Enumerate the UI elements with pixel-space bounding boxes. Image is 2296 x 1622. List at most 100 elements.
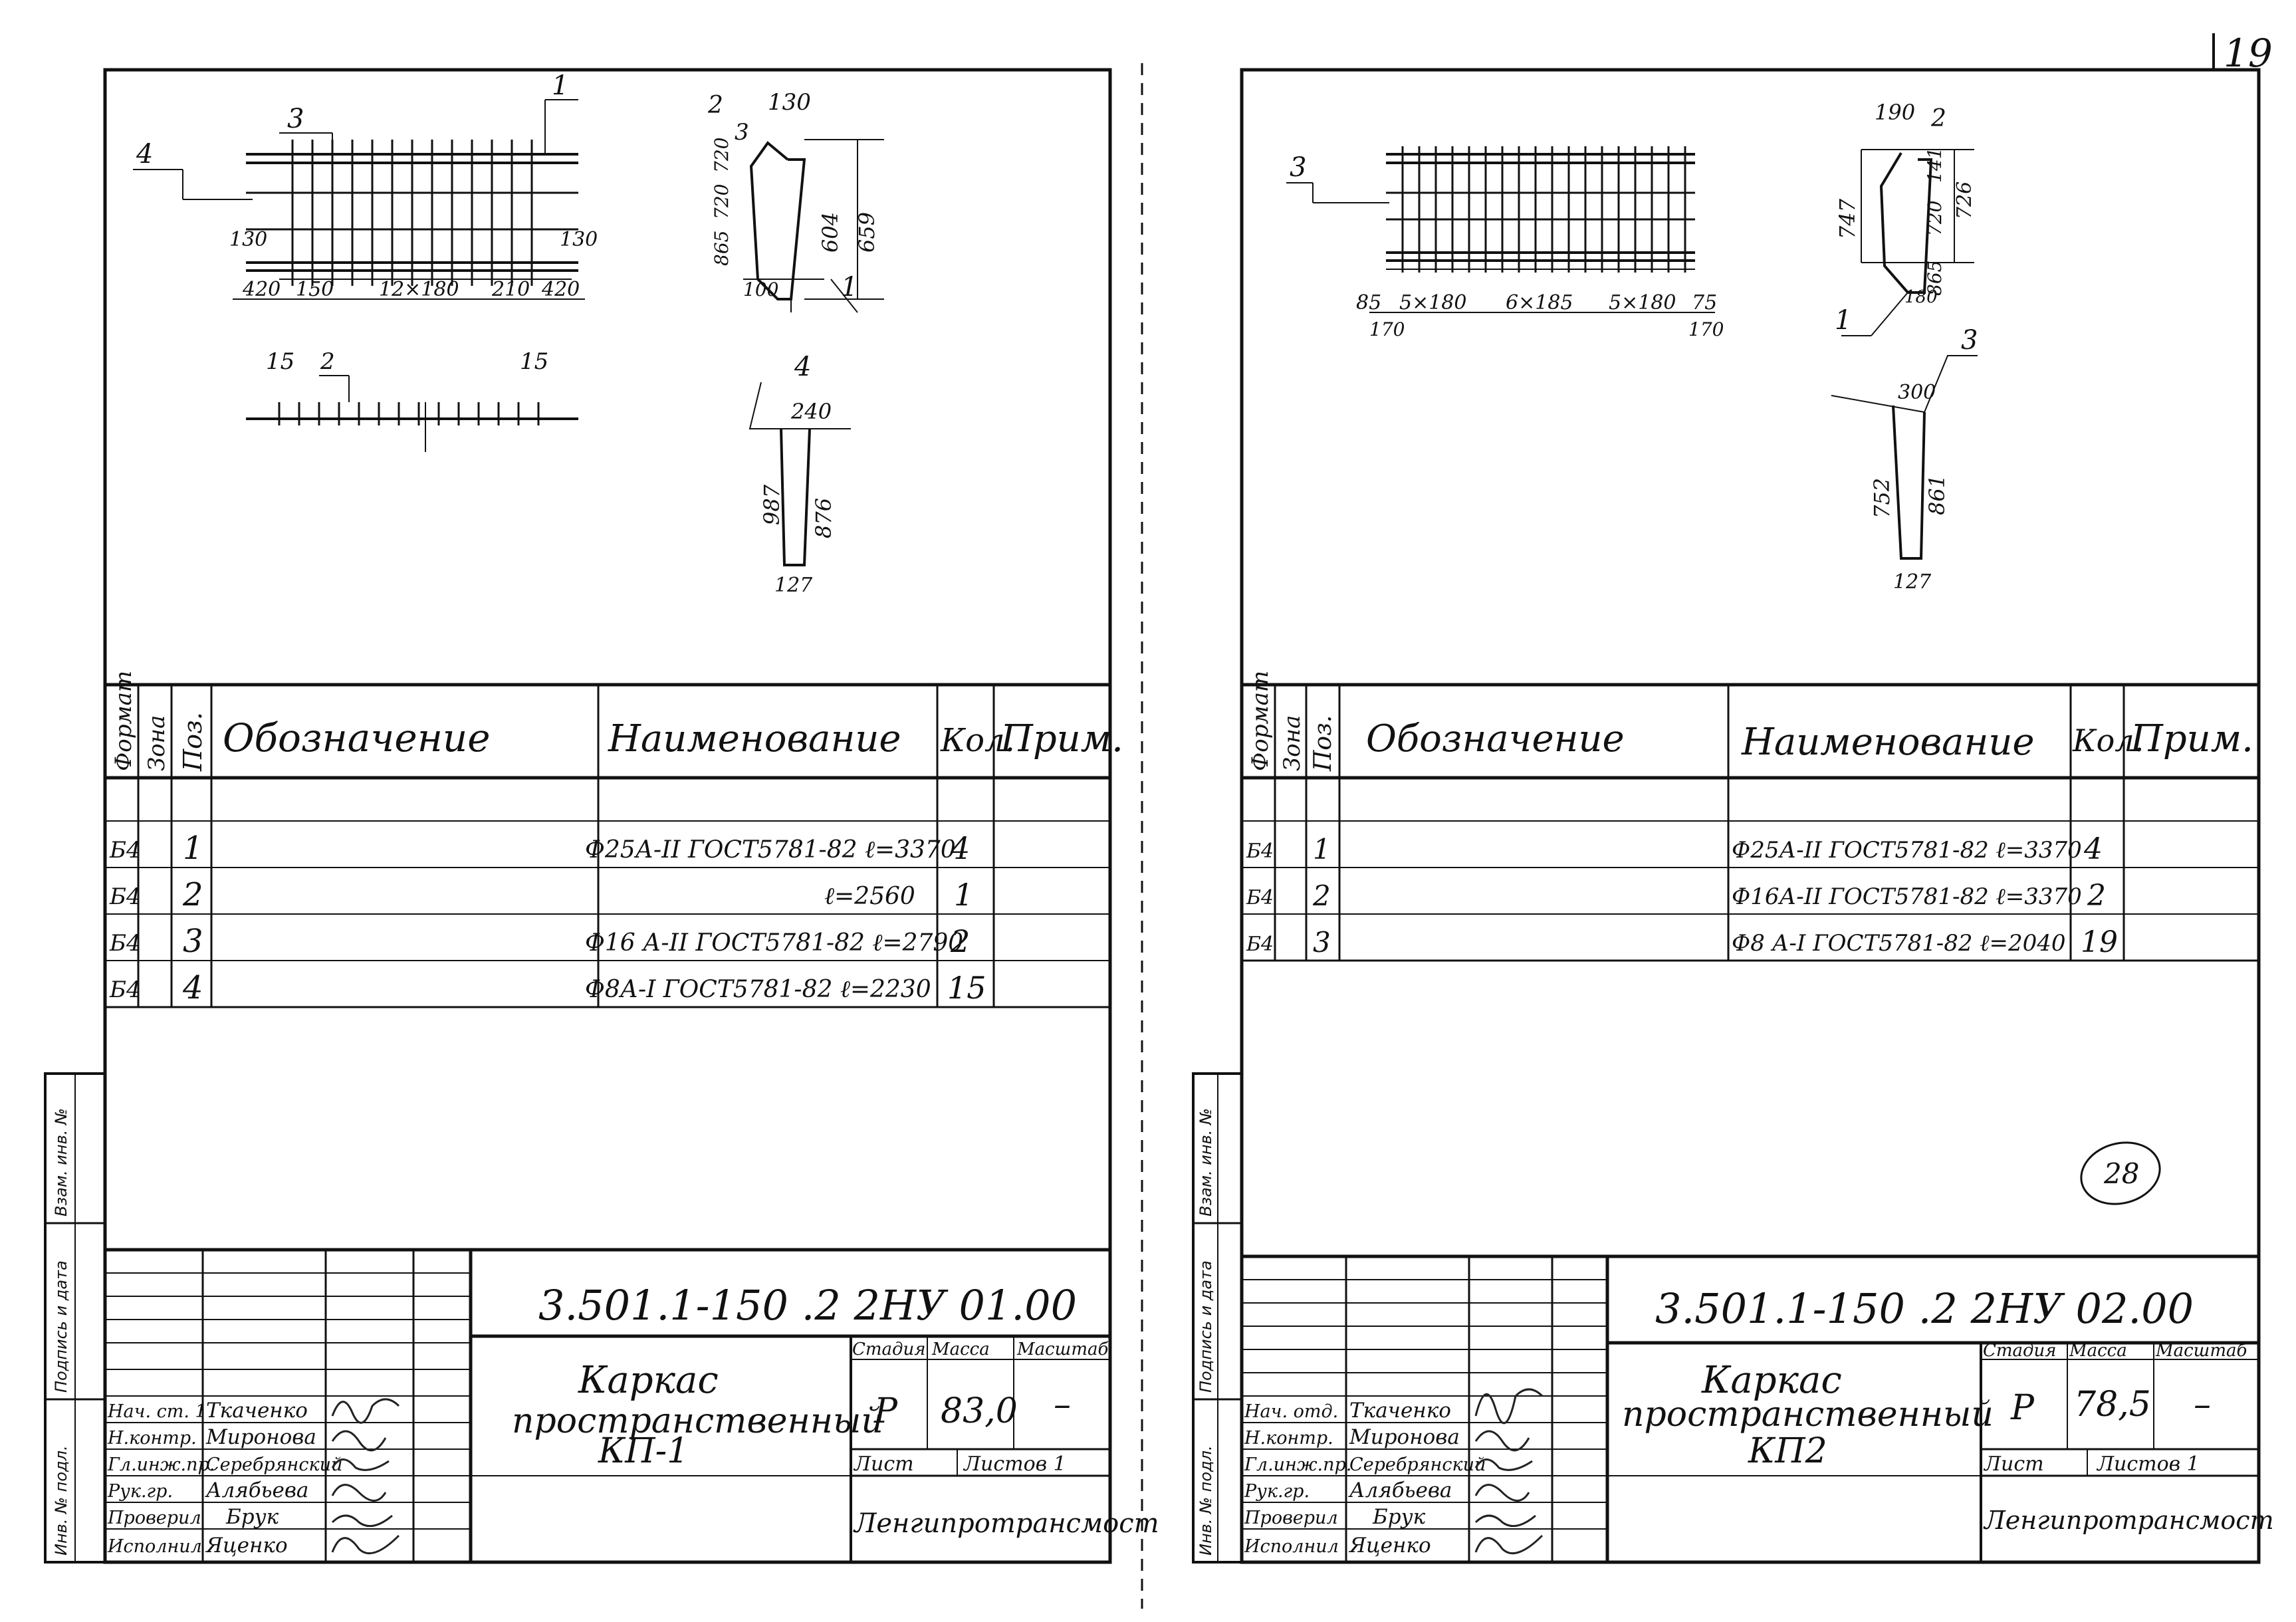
s2-row3-qty: 19: [2081, 925, 2118, 959]
sheet1-elevation: 3 1 4 130 130 420 150 12×180 210 420: [133, 70, 598, 301]
bar4-dim-127: 127: [774, 574, 813, 597]
s2-stage-value: Р: [2010, 1388, 2035, 1428]
s2-side-label-swap: Взам. инв. №: [1197, 1108, 1215, 1216]
s2-section-747: 747: [1835, 198, 1860, 239]
s2-side-label-inv: Инв. № подл.: [1197, 1445, 1215, 1556]
s2-name-4: Алябьева: [1348, 1478, 1452, 1502]
row4-pos: 4: [182, 969, 203, 1006]
s2-title-line2: пространственный: [1622, 1395, 1994, 1435]
s2-role-2: Н.контр.: [1244, 1428, 1333, 1448]
s2-bar3-300: 300: [1898, 381, 1936, 404]
org-name: Ленгипротрансмост: [853, 1508, 1159, 1539]
name-4: Алябьева: [205, 1478, 308, 1502]
s2-org-name: Ленгипротрансмост: [1983, 1506, 2274, 1535]
s2-signatures: [1474, 1388, 1544, 1555]
name-5: Брук: [225, 1505, 279, 1529]
role-4: Рук.гр.: [107, 1481, 173, 1502]
s2-scale-header: Масштаб: [2155, 1341, 2247, 1361]
s2-row3-format: Б4: [1246, 933, 1274, 956]
s2-name-3: Серебрянский: [1349, 1454, 1486, 1475]
section-dim-659: 659: [854, 212, 879, 253]
s2-hdr-note: Прим.: [2130, 717, 2253, 760]
s2-hdr-designation: Обозначение: [1366, 717, 1625, 760]
name-1: Ткаченко: [206, 1399, 308, 1423]
hdr-zone: Зона: [144, 715, 170, 771]
side-label-swap: Взам. инв. №: [52, 1108, 70, 1216]
role-6: Исполнил: [107, 1536, 202, 1557]
sheet1-spec-table: Формат Зона Поз. Обозначение Наименовани…: [105, 671, 1123, 1008]
name-3: Серебрянский: [206, 1454, 342, 1475]
s2-bottom-dim-4: 5×180: [1609, 291, 1676, 314]
plan-label-15-left: 15: [266, 348, 294, 375]
role-3: Гл.инж.пр.: [107, 1454, 215, 1475]
sheet1-side-stamp: Инв. № подл. Подпись и дата Взам. инв. №: [44, 1072, 106, 1564]
row4-format: Б4: [109, 977, 141, 1003]
stage-header: Стадия: [852, 1339, 926, 1359]
plan-label-15-right: 15: [520, 348, 548, 375]
s2-bottom-dim-5: 75: [1692, 291, 1717, 314]
s2-bottom-dim-3: 6×185: [1506, 291, 1573, 314]
sheet2-stamp: 28: [2080, 1141, 2161, 1205]
s2-row1-name: Ф25А-II ГОСТ5781-82 ℓ=3370: [1732, 837, 2082, 864]
bottom-dim-3: 12×180: [379, 278, 459, 301]
s2-title-line3: КП2: [1748, 1431, 1827, 1471]
bar4-dim-240: 240: [790, 399, 832, 424]
name-2: Миронова: [205, 1425, 316, 1449]
s2-callout-3: 3: [1290, 152, 1306, 183]
bottom-dim-5: 420: [541, 278, 580, 301]
section-dim-720b: 720: [711, 138, 733, 173]
sheets-label: Листов 1: [963, 1452, 1066, 1476]
s2-bar3-752: 752: [1869, 478, 1894, 519]
s2-section-726: 726: [1953, 181, 1976, 219]
mass-header: Масса: [931, 1339, 990, 1359]
role-1: Нач. ст. 1: [107, 1401, 207, 1422]
s2-doc-code: 3.501.1-150 .2 2НУ 02.00: [1655, 1284, 2194, 1333]
hdr-note: Прим.: [1000, 717, 1123, 760]
s2-role-5: Проверил: [1244, 1508, 1338, 1528]
s2-role-1: Нач. отд.: [1244, 1401, 1338, 1422]
hdr-designation: Обозначение: [223, 715, 491, 760]
row3-format: Б4: [109, 930, 141, 957]
bottom-dim-4: 210: [491, 278, 530, 301]
stamp-text: 28: [2103, 1157, 2139, 1190]
section-dim-720a: 720: [711, 184, 733, 219]
s2-name-1: Ткаченко: [1349, 1399, 1451, 1423]
sheet2-section: 190 2 747 720 141 726 865 180 1: [1835, 100, 1976, 336]
s2-name-5: Брук: [1372, 1505, 1426, 1529]
s2-scale-value: –: [2194, 1385, 2211, 1425]
s2-role-6: Исполнил: [1244, 1536, 1339, 1557]
s2-row2-name: Ф16А-II ГОСТ5781-82 ℓ=3370: [1732, 883, 2082, 910]
hdr-format: Формат: [110, 671, 137, 771]
s2-row3-pos: 3: [1313, 926, 1331, 959]
plan-label-2: 2: [320, 348, 335, 375]
bottom-dim-1: 420: [242, 278, 281, 301]
sheet2-side-stamp: Инв. № подл. Подпись и дата Взам. инв. №: [1192, 1072, 1243, 1564]
s2-row1-qty: 4: [2083, 832, 2103, 866]
s2-stage-header: Стадия: [1983, 1341, 2057, 1361]
section-dim-100: 100: [743, 279, 778, 300]
section-dim-865: 865: [711, 231, 733, 266]
s2-section-1: 1: [1835, 305, 1851, 336]
signatures: [331, 1398, 400, 1555]
section-label-2: 2: [707, 92, 723, 119]
s2-bottom-dim-1: 85: [1356, 291, 1381, 314]
sheet1-title-block: 3.501.1-150 .2 2НУ 01.00 Каркас простран…: [105, 1248, 1159, 1562]
s2-side-label-sign: Подпись и дата: [1197, 1260, 1215, 1393]
row3-name: Ф16 А-II ГОСТ5781-82 ℓ=2790: [585, 929, 963, 957]
doc-code: 3.501.1-150 .2 2НУ 01.00: [538, 1281, 1077, 1330]
s2-bar3-127: 127: [1893, 570, 1932, 594]
sheet1-bar4: 4 240 987 876 127: [748, 352, 851, 597]
title-line1: Каркас: [578, 1359, 719, 1402]
s2-end-dim-right: 170: [1688, 318, 1724, 340]
s2-hdr-format: Формат: [1247, 671, 1274, 771]
s2-hdr-name: Наименование: [1741, 721, 2035, 764]
hdr-qty: Кол.: [940, 722, 1015, 759]
side-label-inv: Инв. № подл.: [52, 1445, 70, 1556]
title-line2: пространственный: [512, 1401, 883, 1441]
s2-row1-pos: 1: [1313, 833, 1331, 866]
sheet-1: 3 1 4 130 130 420 150 12×180 210 420: [44, 68, 1159, 1564]
s2-role-4: Рук.гр.: [1244, 1481, 1310, 1502]
s2-section-180: 180: [1904, 287, 1938, 307]
s2-name-6: Яценко: [1348, 1534, 1431, 1558]
s2-section-720: 720: [1924, 201, 1946, 236]
